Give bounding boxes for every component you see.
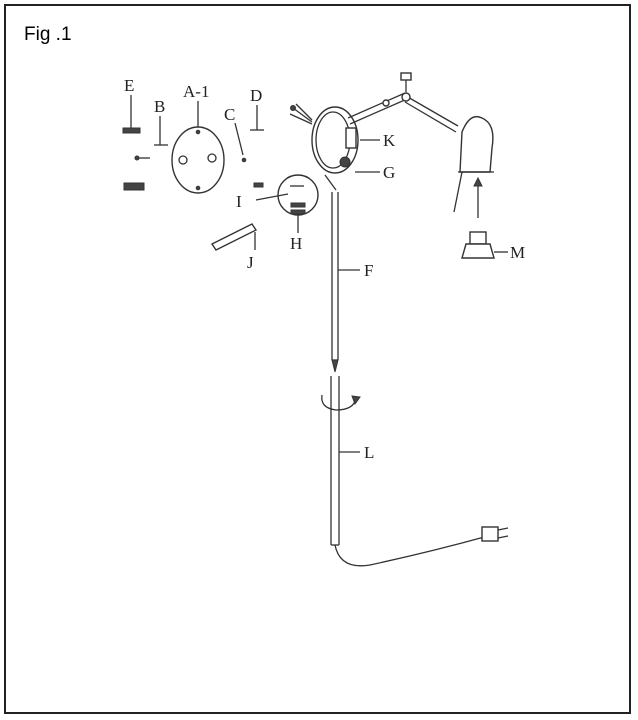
part-e-screws bbox=[122, 95, 150, 191]
part-g-wall-base bbox=[311, 106, 380, 174]
part-d-bolt bbox=[250, 105, 264, 131]
label-c: C bbox=[224, 105, 235, 124]
label-k: K bbox=[383, 131, 396, 150]
label-h: H bbox=[290, 234, 302, 253]
part-l-lower-pole bbox=[330, 376, 360, 546]
part-c-screw bbox=[234, 122, 247, 163]
label-b: B bbox=[154, 97, 165, 116]
wire-leads bbox=[289, 103, 313, 125]
label-m: M bbox=[510, 243, 525, 262]
label-f: F bbox=[364, 261, 373, 280]
part-f-upper-pole bbox=[324, 174, 360, 373]
lamp-shade bbox=[453, 115, 494, 218]
rotation-arrow-icon bbox=[321, 394, 361, 411]
label-d: D bbox=[250, 86, 262, 105]
label-e: E bbox=[124, 76, 134, 95]
part-j-clip bbox=[210, 223, 258, 251]
part-m-bulb-socket bbox=[461, 231, 508, 259]
label-g: G bbox=[383, 163, 395, 182]
figure-title: Fig .1 bbox=[24, 24, 72, 45]
label-j: J bbox=[247, 253, 254, 272]
part-i-canopy bbox=[253, 174, 319, 216]
label-a1: A-1 bbox=[183, 82, 209, 101]
part-a1-mounting-plate bbox=[171, 101, 225, 194]
part-k-switch bbox=[345, 127, 380, 149]
part-b-screw bbox=[154, 116, 168, 146]
label-i: I bbox=[236, 192, 242, 211]
label-l: L bbox=[364, 443, 374, 462]
power-cord-plug bbox=[334, 526, 509, 567]
part-h-ring bbox=[290, 202, 306, 233]
articulated-arm bbox=[347, 72, 459, 133]
